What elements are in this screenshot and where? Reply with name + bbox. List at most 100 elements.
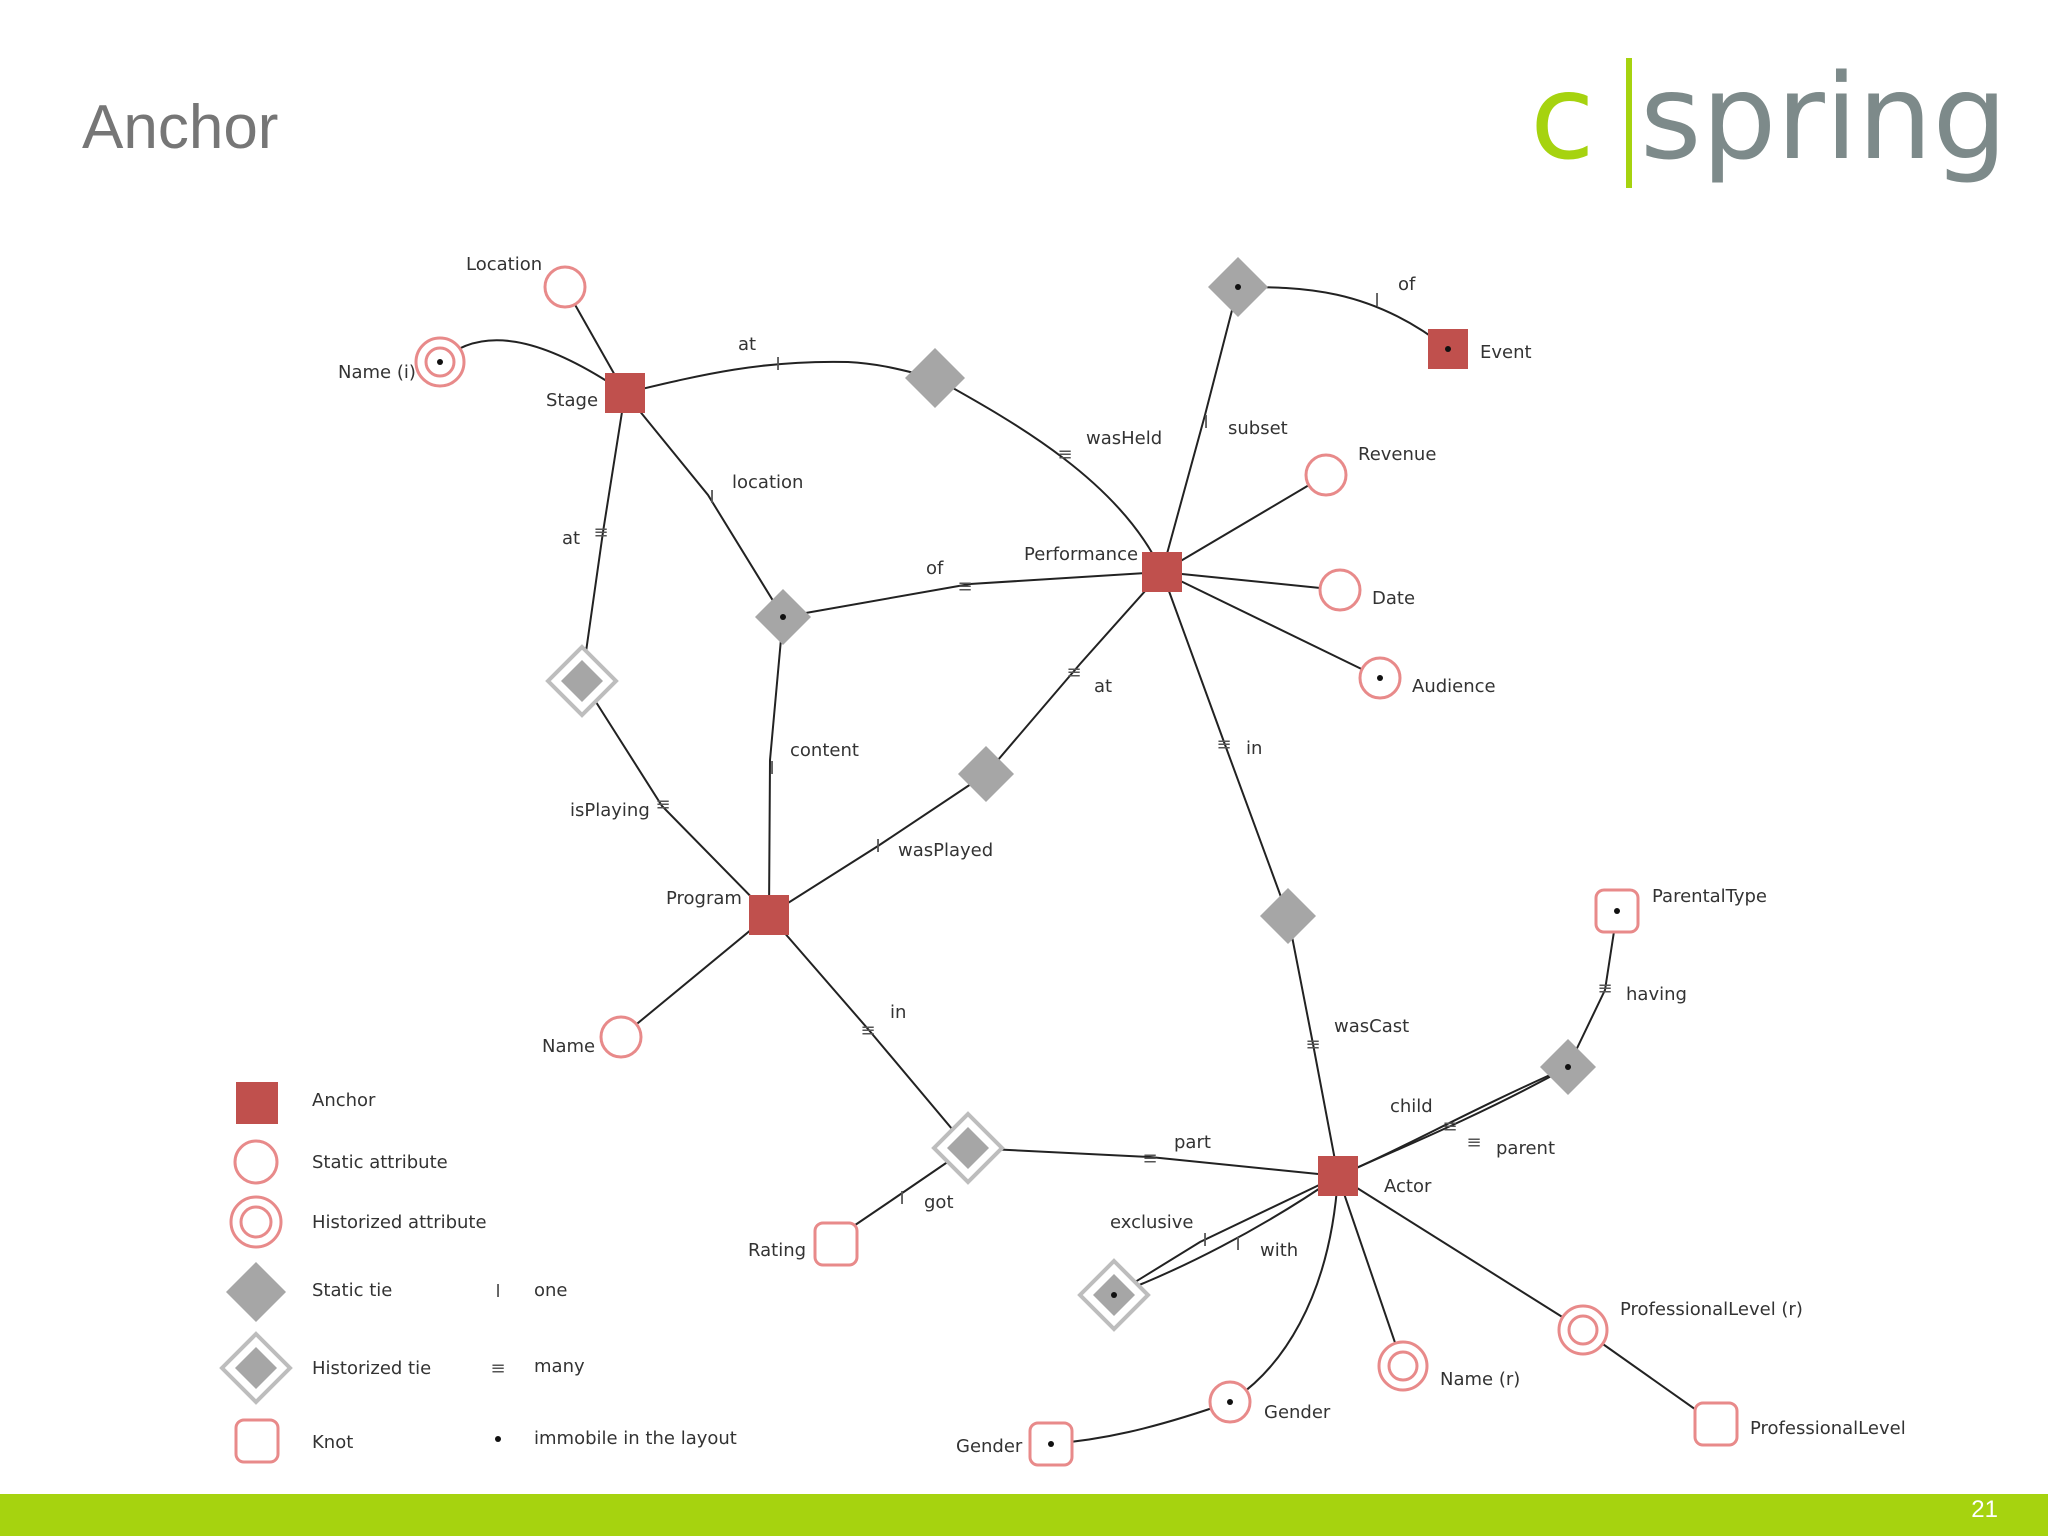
- svg-text:I: I: [875, 836, 880, 857]
- role-of-1: of: [926, 558, 944, 579]
- role-with: with: [1260, 1240, 1298, 1261]
- svg-text:I: I: [1203, 412, 1208, 433]
- label-gender-attr: Gender: [1264, 1402, 1331, 1423]
- label-stage-name: Name (i): [338, 362, 416, 383]
- knot-prof-level: [1693, 1401, 1739, 1447]
- role-subset: subset: [1228, 418, 1288, 439]
- svg-text:I: I: [1235, 1234, 1240, 1255]
- label-event: Event: [1480, 342, 1532, 363]
- role-at-3: at: [1094, 676, 1112, 697]
- ties: [545, 257, 1596, 1332]
- anchor-actor: [1318, 1156, 1358, 1196]
- legend-many-label: many: [534, 1356, 585, 1377]
- svg-text:≡: ≡: [1597, 978, 1612, 999]
- svg-text:≡: ≡: [655, 794, 670, 815]
- svg-text:≡: ≡: [1066, 662, 1081, 683]
- role-is-playing: isPlaying: [570, 800, 650, 821]
- svg-text:I: I: [1202, 1230, 1207, 1251]
- svg-text:I: I: [1374, 290, 1379, 311]
- label-rating: Rating: [748, 1240, 806, 1261]
- legend-static-attribute-label: Static attribute: [312, 1152, 448, 1173]
- anchor-program: [749, 895, 789, 935]
- role-parent: parent: [1496, 1138, 1555, 1159]
- logo-c: c: [1530, 48, 1595, 186]
- legend-one-icon: I: [495, 1281, 500, 1302]
- label-prof-level-r: ProfessionalLevel (r): [1620, 1299, 1803, 1320]
- cardinality-markers: I ≡ I ≡ ≡ I I ≡ I ≡ I ≡ ≡ ≡ ≡ ≡ ≡ ≡ I I …: [593, 290, 1612, 1255]
- page-number: 21: [1971, 1496, 1998, 1523]
- svg-text:I: I: [775, 354, 780, 375]
- role-in-1: in: [890, 1002, 906, 1023]
- attr-revenue: [1304, 453, 1348, 497]
- tie-was-cast: [1260, 888, 1316, 944]
- cspring-logo: c spring: [1530, 48, 2000, 188]
- role-got: got: [924, 1192, 954, 1213]
- label-revenue: Revenue: [1358, 444, 1436, 465]
- legend-knot-icon: [234, 1418, 280, 1464]
- tie-stage-performance: [905, 348, 965, 408]
- legend-static-tie-label: Static tie: [312, 1280, 392, 1301]
- anchor-performance: [1142, 552, 1182, 592]
- label-date: Date: [1372, 588, 1415, 609]
- legend-immobile-label: immobile in the layout: [534, 1428, 737, 1449]
- role-was-held: wasHeld: [1086, 428, 1162, 449]
- slide-title: Anchor: [82, 93, 279, 162]
- anchor-stage: [605, 373, 645, 413]
- footer-bar: [0, 1494, 2048, 1536]
- legend-static-tie-icon: [226, 1262, 286, 1322]
- attr-date: [1318, 568, 1362, 612]
- role-part: part: [1174, 1132, 1211, 1153]
- attr-location: [543, 265, 587, 309]
- svg-text:≡: ≡: [1057, 444, 1072, 465]
- role-of-2: of: [1398, 274, 1416, 295]
- knot-rating: [813, 1221, 859, 1267]
- legend-one-label: one: [534, 1280, 568, 1301]
- label-location: Location: [466, 254, 542, 275]
- svg-text:I: I: [899, 1188, 904, 1209]
- logo-divider: [1626, 58, 1632, 188]
- tie-was-played: [958, 746, 1014, 802]
- label-performance: Performance: [1024, 544, 1138, 565]
- role-was-cast: wasCast: [1334, 1016, 1409, 1037]
- role-exclusive: exclusive: [1110, 1212, 1194, 1233]
- svg-text:≡: ≡: [1305, 1034, 1320, 1055]
- svg-text:I: I: [769, 758, 774, 779]
- svg-text:≡: ≡: [1466, 1132, 1481, 1153]
- role-at-2: at: [562, 528, 580, 549]
- legend-knot-label: Knot: [312, 1432, 353, 1453]
- attr-program-name: [599, 1015, 643, 1059]
- label-parental-type: ParentalType: [1652, 886, 1767, 907]
- logo-spring: spring: [1640, 48, 2000, 186]
- legend-static-attribute-icon: [233, 1139, 279, 1185]
- legend-immobile-icon: [495, 1436, 501, 1442]
- edges: [439, 286, 1717, 1445]
- label-stage: Stage: [546, 390, 598, 411]
- role-at-1: at: [738, 334, 756, 355]
- svg-text:≡: ≡: [1142, 1148, 1157, 1169]
- svg-text:≡: ≡: [957, 576, 972, 597]
- node-labels: Location Name (i) Stage Performance Even…: [338, 254, 1906, 1457]
- legend-historized-attribute-icon: [229, 1195, 283, 1249]
- label-program-name: Name: [542, 1036, 595, 1057]
- role-location: location: [732, 472, 803, 493]
- label-actor-name: Name (r): [1440, 1369, 1520, 1390]
- anchors: [605, 329, 1468, 1196]
- role-was-played: wasPlayed: [898, 840, 993, 861]
- role-labels: at wasHeld location at of subset of at c…: [562, 274, 1687, 1261]
- svg-text:I: I: [709, 487, 714, 508]
- legend-many-icon: ≡: [490, 1358, 505, 1379]
- label-program: Program: [666, 888, 742, 909]
- legend-historized-tie-label: Historized tie: [312, 1358, 431, 1379]
- legend-historized-attribute-label: Historized attribute: [312, 1212, 487, 1233]
- label-gender-knot: Gender: [956, 1436, 1023, 1457]
- label-prof-level: ProfessionalLevel: [1750, 1418, 1906, 1439]
- svg-text:≡: ≡: [1442, 1116, 1457, 1137]
- role-in-2: in: [1246, 738, 1262, 759]
- svg-text:≡: ≡: [860, 1020, 875, 1041]
- role-child: child: [1390, 1096, 1433, 1117]
- svg-text:≡: ≡: [593, 522, 608, 543]
- knots: [813, 888, 1739, 1467]
- role-content: content: [790, 740, 859, 761]
- attributes: [414, 265, 1609, 1424]
